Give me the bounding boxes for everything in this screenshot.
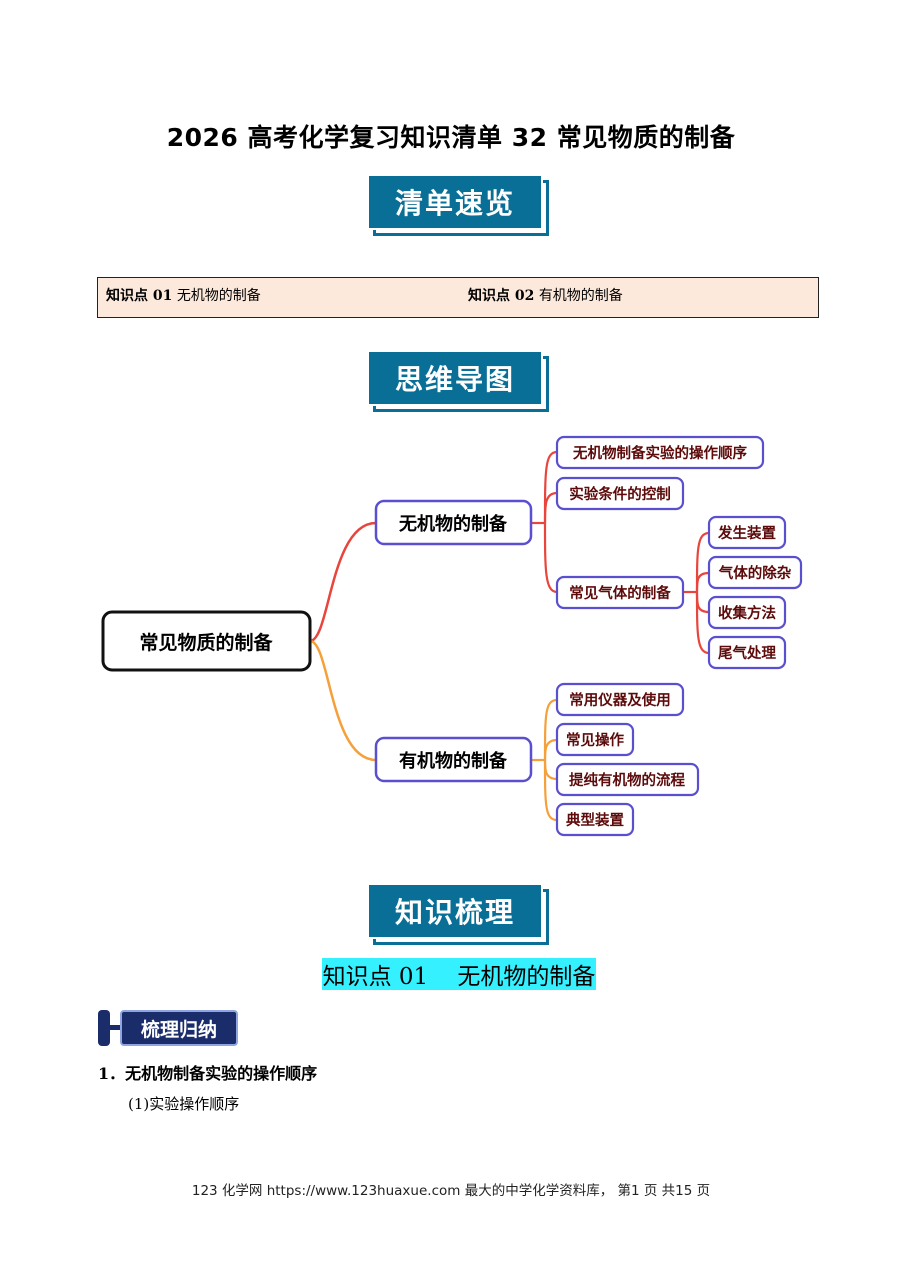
- svg-text:发生装置: 发生装置: [717, 524, 776, 542]
- svg-text:无机物制备实验的操作顺序: 无机物制备实验的操作顺序: [573, 444, 747, 462]
- overview-banner-label: 清单速览: [367, 174, 543, 230]
- mindmap-leaf: 无机物制备实验的操作顺序: [555, 435, 765, 470]
- mindmap-branch-inorganic: 无机物的制备: [374, 499, 533, 546]
- mindmap-leaf: 常见操作: [555, 722, 635, 757]
- mindmap-leaf: 常见气体的制备: [555, 575, 685, 610]
- summary-tag: 梳理归纳: [120, 1010, 238, 1046]
- mind-map: 常见物质的制备 无机物的制备 有机物的制备 无机物制备实验的操作顺序 实验条件的…: [101, 435, 803, 837]
- svg-text:提纯有机物的流程: 提纯有机物的流程: [569, 771, 685, 789]
- page-footer: 123 化学网 https://www.123huaxue.com 最大的中学化…: [191, 1183, 711, 1199]
- svg-text:气体的除杂: 气体的除杂: [718, 564, 792, 582]
- knowledge-banner: 知识梳理: [367, 883, 549, 945]
- svg-text:常见物质的制备: 常见物质的制备: [139, 631, 273, 654]
- toc-table: 知识点 01 无机物的制备 知识点 02 有机物的制备: [97, 277, 819, 318]
- svg-text:常见气体的制备: 常见气体的制备: [569, 584, 671, 602]
- heading-1: 1．无机物制备实验的操作顺序: [98, 1064, 318, 1083]
- mindmap-leaf: 发生装置: [707, 515, 787, 550]
- mindmap-leaf: 收集方法: [707, 595, 787, 630]
- knowledge-banner-label: 知识梳理: [367, 883, 543, 939]
- heading-2: (1)实验操作顺序: [128, 1095, 240, 1113]
- mindmap-leaf: 提纯有机物的流程: [555, 762, 700, 797]
- mindmap-banner: 思维导图: [367, 350, 549, 412]
- svg-text:有机物的制备: 有机物的制备: [399, 750, 508, 772]
- svg-text:常用仪器及使用: 常用仪器及使用: [569, 691, 671, 709]
- svg-text:尾气处理: 尾气处理: [718, 644, 776, 662]
- svg-text:收集方法: 收集方法: [718, 604, 776, 622]
- svg-text:常见操作: 常见操作: [566, 731, 624, 749]
- knowledge-point-title: 知识点 01 无机物的制备: [322, 958, 596, 990]
- mindmap-leaf: 尾气处理: [707, 635, 787, 670]
- toc-item-1[interactable]: 知识点 01 无机物的制备: [106, 288, 261, 304]
- mindmap-leaf: 典型装置: [555, 802, 635, 837]
- svg-text:无机物的制备: 无机物的制备: [399, 513, 508, 535]
- svg-text:实验条件的控制: 实验条件的控制: [569, 485, 671, 503]
- overview-banner: 清单速览: [367, 174, 549, 236]
- svg-text:典型装置: 典型装置: [566, 811, 624, 829]
- mindmap-leaf: 气体的除杂: [707, 555, 803, 590]
- mindmap-leaf: 常用仪器及使用: [555, 682, 685, 717]
- tag-connector: [108, 1025, 122, 1030]
- mindmap-banner-label: 思维导图: [367, 350, 543, 406]
- mindmap-leaf: 实验条件的控制: [555, 476, 685, 511]
- toc-item-2[interactable]: 知识点 02 有机物的制备: [468, 288, 623, 304]
- mindmap-root-node: 常见物质的制备: [101, 610, 312, 672]
- document-title: 2026 高考化学复习知识清单 32 常见物质的制备: [166, 123, 736, 152]
- tag-left-cap: [98, 1010, 110, 1046]
- mindmap-branch-organic: 有机物的制备: [374, 736, 533, 783]
